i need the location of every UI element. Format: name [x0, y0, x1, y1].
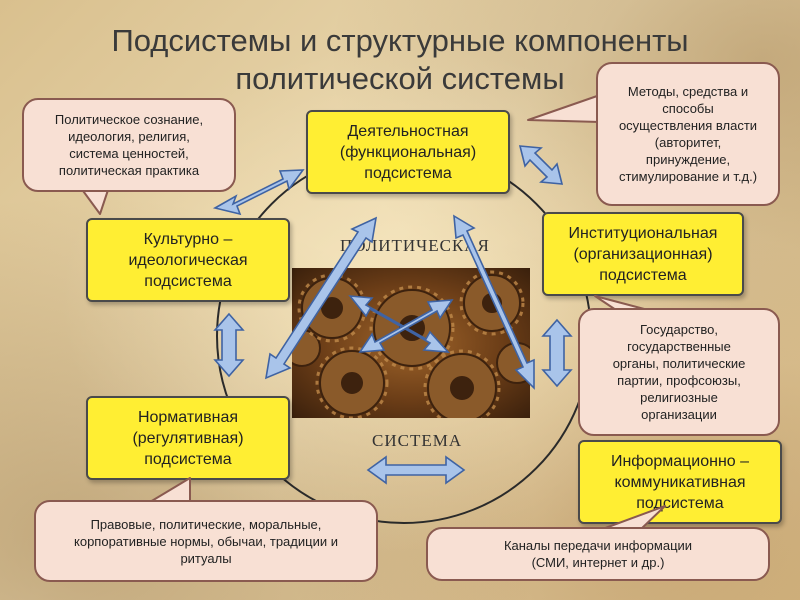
- arrow-activity-right: [453, 214, 535, 390]
- state-note: Государство, государственные органы, пол…: [578, 308, 780, 436]
- state-note-text: Государство, государственные органы, пол…: [612, 322, 746, 422]
- arrow-normative-activity: [264, 216, 378, 380]
- arrow-cultural-normative: [213, 312, 245, 378]
- institutional-subsystem-box: Институциональная (организационная) подс…: [542, 212, 744, 296]
- cultural-subsystem-label: Культурно – идеологическая подсистема: [128, 230, 248, 290]
- normative-subsystem-box: Нормативная (регулятивная) подсистема: [86, 396, 290, 480]
- channels-note: Каналы передачи информации (СМИ, интерне…: [426, 527, 770, 581]
- arrow-institutional-state: [541, 318, 573, 388]
- cultural-subsystem-box: Культурно – идеологическая подсистема: [86, 218, 290, 302]
- normative-subsystem-label: Нормативная (регулятивная) подсистема: [132, 408, 244, 468]
- system-label-bottom: СИСТЕМА: [372, 431, 463, 450]
- slide-title-line1: Подсистемы и структурные компоненты: [111, 23, 689, 58]
- consciousness-note: Политическое сознание, идеология, религи…: [22, 98, 236, 192]
- system-label-top: ПОЛИТИЧЕСКАЯ: [340, 236, 490, 255]
- informational-subsystem-label: Информационно – коммуникативная подсисте…: [610, 452, 750, 512]
- arrow-cross-1: [348, 295, 450, 353]
- informational-subsystem-box: Информационно – коммуникативная подсисте…: [578, 440, 782, 524]
- channels-note-text: Каналы передачи информации (СМИ, интерне…: [503, 538, 693, 570]
- arrow-activity-methods: [518, 145, 564, 185]
- institutional-subsystem-label: Институциональная (организационная) подс…: [568, 224, 718, 284]
- arrow-bottom-horizontal: [366, 455, 466, 485]
- arrow-cultural-activity: [212, 169, 305, 216]
- methods-note: Методы, средства и способы осуществления…: [596, 62, 780, 206]
- activity-subsystem-box: Деятельностная (функциональная) подсисте…: [306, 110, 510, 194]
- slide-title-line2: политической системы: [235, 61, 565, 96]
- norms-note: Правовые, политические, моральные, корпо…: [34, 500, 378, 582]
- norms-note-text: Правовые, политические, моральные, корпо…: [74, 516, 338, 566]
- tail-methods: [527, 94, 601, 123]
- consciousness-note-text: Политическое сознание, идеология, религи…: [54, 112, 204, 178]
- tail-norms: [149, 477, 191, 503]
- arrow-cross-2: [358, 299, 454, 353]
- methods-note-text: Методы, средства и способы осуществления…: [618, 84, 758, 184]
- activity-subsystem-label: Деятельностная (функциональная) подсисте…: [339, 122, 477, 182]
